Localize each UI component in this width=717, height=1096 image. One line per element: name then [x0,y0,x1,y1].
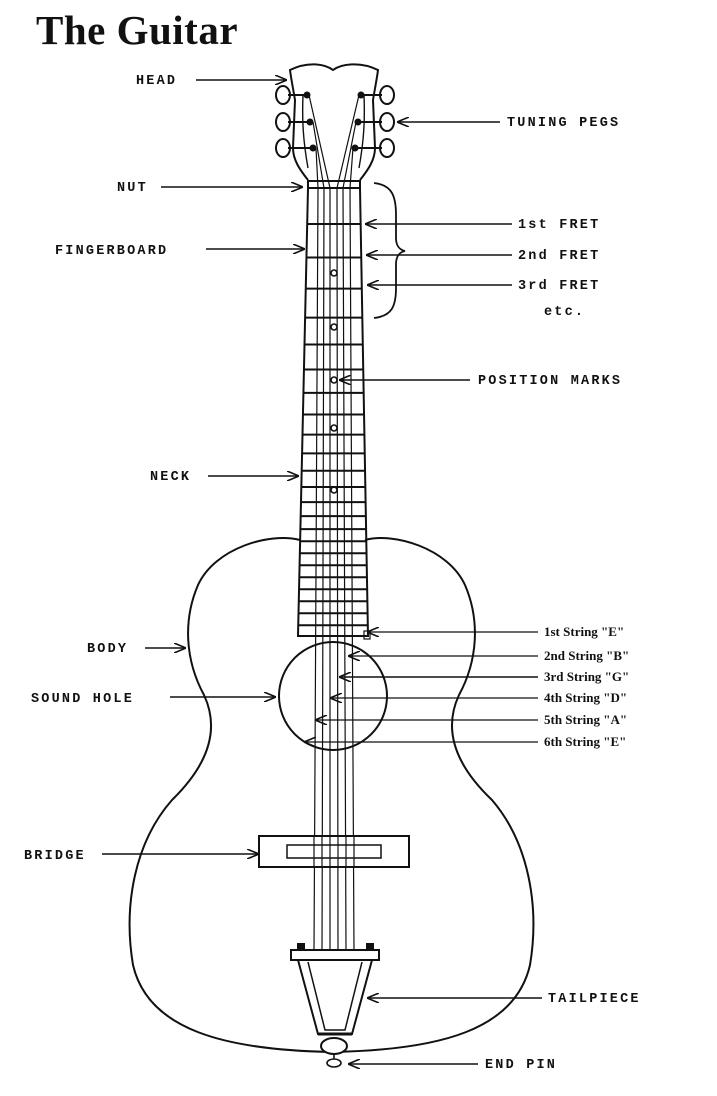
body-label: BODY [87,642,128,657]
string [312,121,325,953]
string-4-label-group: 4th String "D" [331,690,627,705]
string-5-label-group: 5th String "A" [316,712,627,727]
label-neck: NECK [150,470,298,485]
string-1-label-group: 1st String "E" [368,624,624,639]
neck-label: NECK [150,470,191,485]
label-body: BODY [87,642,185,657]
tuning-peg [275,138,317,158]
tuning-peg [351,138,395,158]
string [342,121,357,953]
string-labels: 1st String "E" 2nd String "B" 3rd String… [305,624,629,749]
etc-label: etc. [544,305,585,320]
label-tuning-pegs: TUNING PEGS [398,116,620,131]
tuning-peg [275,85,311,105]
tuning-pegs-label: TUNING PEGS [507,116,620,131]
position-marks [330,269,338,494]
label-tailpiece: TAILPIECE [368,992,641,1007]
fingerboard-label: FINGERBOARD [55,244,168,259]
label-bridge: BRIDGE [24,849,258,864]
fret-brace [373,182,406,319]
string-4-label: 4th String "D" [544,690,627,705]
string-1-label: 1st String "E" [544,624,624,639]
nut [307,180,361,189]
string-5-label: 5th String "A" [544,712,627,727]
tuning-pegs [275,85,395,158]
string-2-label-group: 2nd String "B" [349,648,629,663]
tuning-peg [357,85,395,105]
string-6-label-group: 6th String "E" [305,734,626,749]
tuning-peg [275,112,314,132]
end-pin [320,1037,348,1068]
label-fret-1: 1st FRET [366,218,600,233]
string-3-label: 3rd String "G" [544,669,629,684]
fret-3-label: 3rd FRET [518,279,600,294]
headstock-left-slot [301,94,309,169]
bridge [258,835,410,868]
headstock [288,63,380,181]
label-position-marks: POSITION MARKS [340,374,622,389]
position-mark [330,269,338,277]
string [349,147,355,953]
label-nut: NUT [117,181,302,196]
label-fingerboard: FINGERBOARD [55,244,304,259]
label-fret-3: 3rd FRET [368,279,600,294]
label-end-pin: END PIN [349,1058,557,1073]
tailpiece-label: TAILPIECE [548,992,641,1007]
nut-label: NUT [117,181,148,196]
bridge-saddle [286,844,382,859]
sound-hole [278,641,388,751]
guitar-body-outline [128,536,535,1054]
label-head: HEAD [136,74,286,89]
string [313,147,319,953]
fret-1-label: 1st FRET [518,218,600,233]
head-label: HEAD [136,74,177,89]
position-mark [330,376,338,384]
page-title: The Guitar [36,7,239,53]
string-6-label: 6th String "E" [544,734,626,749]
position-mark [330,323,338,331]
position-marks-label: POSITION MARKS [478,374,622,389]
headstock-right-slot [358,94,366,169]
frets [298,223,368,627]
label-sound-hole: SOUND HOLE [31,692,275,707]
sound-hole-label: SOUND HOLE [31,692,134,707]
end-pin-label: END PIN [485,1058,557,1073]
string-2-label: 2nd String "B" [544,648,629,663]
fret-2-label: 2nd FRET [518,249,600,264]
fingerboard [296,187,370,637]
label-fret-2: 2nd FRET [367,249,600,264]
tailpiece [290,943,380,1036]
string-3-label-group: 3rd String "G" [340,669,629,684]
bridge-strings [313,836,355,867]
bridge-label: BRIDGE [24,849,86,864]
position-mark [330,424,338,432]
